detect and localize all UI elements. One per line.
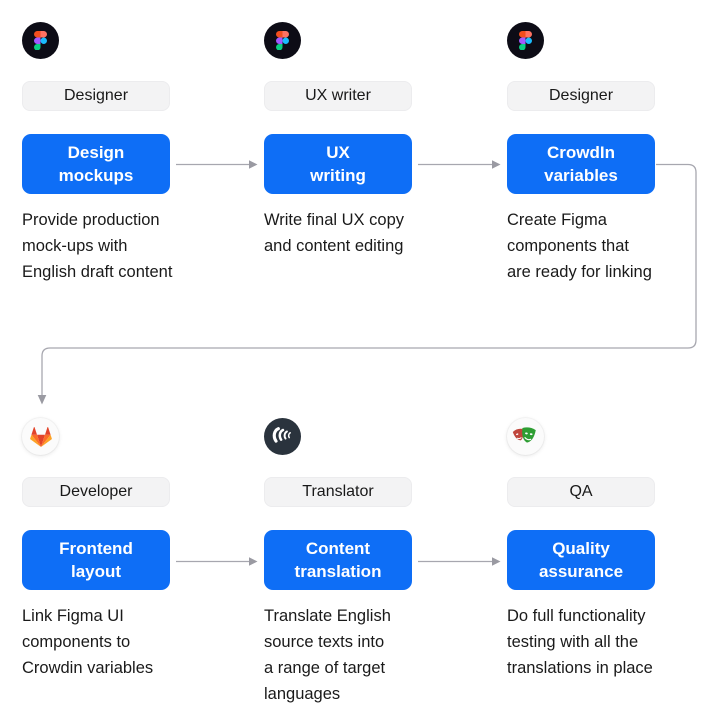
content-translation-button[interactable]: Content translation bbox=[264, 530, 412, 590]
design-mockups-button[interactable]: Design mockups bbox=[22, 134, 170, 194]
crowdin-icon bbox=[264, 418, 301, 455]
role-badge: UX writer bbox=[264, 81, 412, 111]
playwright-icon bbox=[507, 418, 544, 455]
step-crowdin-variables: Designer CrowdIn variables Create Figma … bbox=[507, 22, 712, 285]
role-label: QA bbox=[569, 483, 593, 500]
figma-icon bbox=[22, 22, 59, 59]
frontend-layout-button[interactable]: Frontend layout bbox=[22, 530, 170, 590]
role-label: Translator bbox=[302, 483, 374, 500]
step-description: Link Figma UI components to Crowdin vari… bbox=[22, 607, 154, 677]
step-content-translation: Translator Content translation Translate… bbox=[264, 418, 469, 707]
step-description: Create Figma components that are ready f… bbox=[507, 211, 652, 281]
step-design-mockups: Designer Design mockups Provide producti… bbox=[22, 22, 227, 285]
figma-icon bbox=[507, 22, 544, 59]
step-quality-assurance: QA Quality assurance Do full functionali… bbox=[507, 418, 712, 681]
role-badge: Designer bbox=[507, 81, 655, 111]
step-description: Write final UX copy and content editing bbox=[264, 211, 404, 255]
role-label: Designer bbox=[548, 87, 614, 104]
quality-assurance-button[interactable]: Quality assurance bbox=[507, 530, 655, 590]
step-description: Provide production mock-ups with English… bbox=[22, 211, 173, 281]
role-label: UX writer bbox=[305, 87, 371, 104]
role-badge: Translator bbox=[264, 477, 412, 507]
crowdin-variables-button[interactable]: CrowdIn variables bbox=[507, 134, 655, 194]
gitlab-icon bbox=[22, 418, 59, 455]
step-description: Translate English source texts into a ra… bbox=[264, 607, 391, 703]
role-badge: Developer bbox=[22, 477, 170, 507]
role-label: Designer bbox=[63, 87, 129, 104]
role-badge: QA bbox=[507, 477, 655, 507]
ux-writing-button[interactable]: UX writing bbox=[264, 134, 412, 194]
step-description: Do full functionality testing with all t… bbox=[507, 607, 653, 677]
step-frontend-layout: Developer Frontend layout Link Figma UI … bbox=[22, 418, 227, 681]
role-label: Developer bbox=[59, 483, 133, 500]
role-badge: Designer bbox=[22, 81, 170, 111]
step-ux-writing: UX writer UX writing Write final UX copy… bbox=[264, 22, 469, 259]
figma-icon bbox=[264, 22, 301, 59]
